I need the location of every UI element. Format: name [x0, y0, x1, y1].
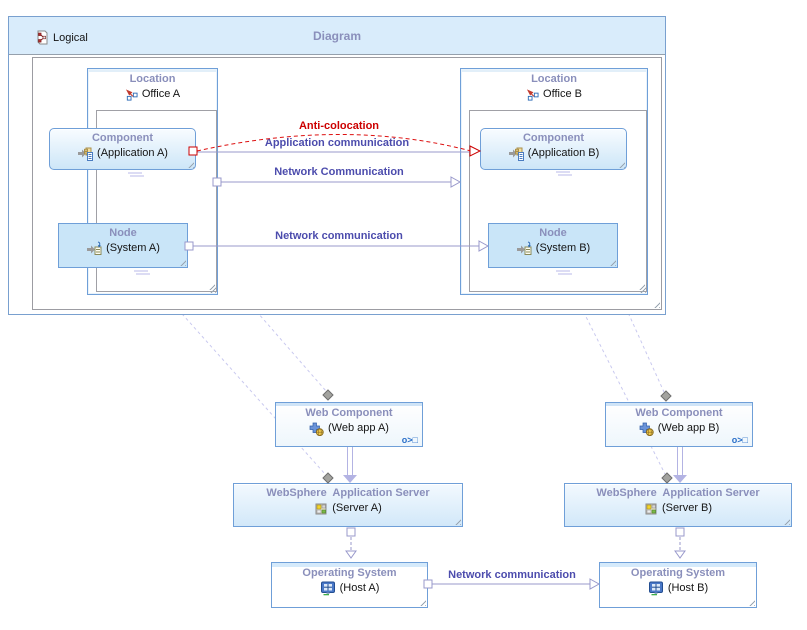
realization-diamond-markers [322, 389, 673, 484]
os-b-type: Operating System [630, 567, 726, 579]
target-arrow[interactable] [589, 578, 601, 590]
source-square[interactable] [423, 579, 433, 589]
anti-colocation-label[interactable]: Anti-colocation [298, 120, 380, 132]
node-a-name: (System A) [106, 242, 160, 254]
web-component-icon [309, 422, 324, 436]
location-a-name: Office A [141, 88, 181, 100]
hosted-on-link-websphereA-osA[interactable] [345, 527, 357, 559]
location-icon [526, 88, 539, 101]
resize-handle[interactable] [783, 518, 790, 525]
network-communication-nodes-label[interactable]: Network communication [275, 230, 403, 242]
resize-handle[interactable] [419, 599, 426, 606]
component-icon [508, 147, 524, 161]
node-icon [87, 241, 102, 255]
node-icon [516, 241, 532, 255]
web-component-web-app-a[interactable]: Web Component (Web app A) o>□ [275, 402, 423, 447]
network-communication-locations-label[interactable]: Network Communication [274, 166, 404, 178]
diagram-title: Diagram [312, 28, 362, 43]
component-application-b[interactable]: Component (Application B) [480, 128, 627, 170]
web-component-a-type: Web Component [305, 407, 393, 419]
link-line [196, 134, 472, 152]
network-communication-hosts-link[interactable] [423, 578, 601, 590]
websphere-b-name: (Server B) [661, 502, 713, 514]
location-b-type: Location [531, 73, 577, 85]
arrow-head [673, 475, 687, 483]
hosting-arrow-webcomponentB-websphereB[interactable] [673, 447, 687, 483]
diagram-header: Diagram [9, 17, 665, 55]
hosting-badge: o>□ [731, 435, 748, 445]
arrow-head [343, 475, 357, 483]
os-b-name: (Host B) [667, 582, 709, 594]
source-square[interactable] [212, 177, 222, 187]
resize-handle[interactable] [179, 259, 186, 266]
network-communication-nodes-link[interactable] [184, 240, 490, 252]
websphere-server-b[interactable]: WebSphere Application Server (Server B) [564, 483, 792, 527]
web-component-b-type: Web Component [635, 407, 723, 419]
resize-handle[interactable] [208, 283, 215, 290]
web-component-a-name: (Web app A) [328, 422, 389, 434]
logical-tag[interactable]: Logical [35, 30, 88, 46]
resize-handle[interactable] [653, 301, 660, 308]
application-communication-label[interactable]: Application communication [264, 137, 410, 149]
operating-system-icon [320, 581, 335, 596]
source-square[interactable] [188, 146, 198, 156]
resize-handle[interactable] [209, 286, 216, 293]
os-a-type: Operating System [302, 567, 397, 579]
component-icon [78, 147, 94, 161]
os-a-name: (Host A) [339, 582, 380, 594]
websphere-icon [315, 503, 327, 514]
resize-handle[interactable] [638, 283, 645, 290]
target-arrow[interactable] [450, 176, 462, 188]
resize-handle[interactable] [454, 518, 461, 525]
target-arrow[interactable] [674, 550, 686, 559]
operating-system-icon [648, 581, 663, 596]
logical-tag-label: Logical [53, 32, 88, 44]
network-communication-hosts-label[interactable]: Network communication [448, 569, 576, 581]
resize-handle[interactable] [609, 259, 616, 266]
component-application-a[interactable]: Component (Application A) [49, 128, 196, 170]
source-square[interactable] [675, 527, 685, 537]
hosting-arrow-webcomponentA-websphereA[interactable] [343, 447, 357, 483]
resize-handle[interactable] [748, 599, 755, 606]
websphere-a-name: (Server A) [332, 502, 382, 514]
realization-crossing-ticks [128, 171, 572, 275]
web-component-b-name: (Web app B) [657, 422, 720, 434]
node-system-a[interactable]: Node (System A) [58, 223, 188, 268]
component-a-type: Component [91, 132, 154, 144]
component-b-type: Component [522, 132, 585, 144]
component-a-name: (Application A) [97, 147, 168, 159]
network-communication-locations-link[interactable] [212, 176, 462, 188]
target-arrow[interactable] [345, 550, 357, 559]
target-arrow[interactable] [478, 240, 490, 252]
websphere-icon [645, 503, 657, 514]
web-component-icon [639, 422, 654, 436]
logical-icon [37, 30, 48, 45]
node-b-type: Node [539, 227, 567, 239]
target-arrow[interactable] [469, 145, 482, 157]
source-square[interactable] [184, 241, 194, 251]
operating-system-host-b[interactable]: Operating System (Host B) [599, 562, 757, 608]
component-b-name: (Application B) [527, 147, 600, 159]
resize-handle[interactable] [618, 161, 625, 168]
websphere-b-type: WebSphere Application Server [596, 487, 760, 499]
node-system-b[interactable]: Node (System B) [488, 223, 618, 268]
resize-handle[interactable] [639, 286, 646, 293]
node-b-name: (System B) [535, 242, 591, 254]
location-b-name: Office B [543, 88, 582, 100]
hosting-badge: o>□ [401, 435, 418, 445]
location-a-type: Location [129, 73, 176, 85]
anti-colocation-link[interactable] [188, 134, 482, 157]
operating-system-host-a[interactable]: Operating System (Host A) [271, 562, 428, 608]
source-square[interactable] [346, 527, 356, 537]
location-icon [125, 88, 138, 101]
websphere-server-a[interactable]: WebSphere Application Server (Server A) [233, 483, 463, 527]
websphere-a-type: WebSphere Application Server [266, 487, 430, 499]
web-component-web-app-b[interactable]: Web Component (Web app B) o>□ [605, 402, 753, 447]
resize-handle[interactable] [187, 161, 194, 168]
node-a-type: Node [109, 227, 137, 239]
hosted-on-link-websphereB-osB[interactable] [674, 527, 686, 559]
